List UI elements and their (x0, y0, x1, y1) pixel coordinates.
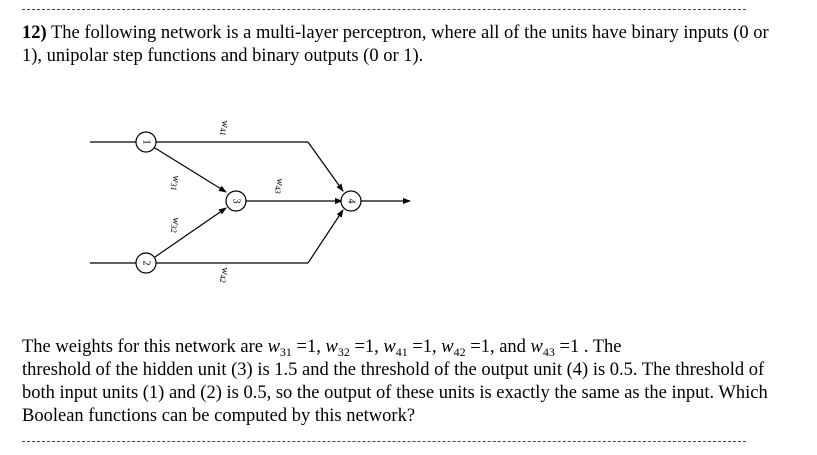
node-2: 2 (135, 252, 157, 274)
edge-2-4-diagonal (307, 209, 344, 264)
var-w41: w (383, 337, 396, 357)
weight-label-w32: w32 (170, 217, 183, 232)
paragraph-rest: threshold of the hidden unit (3) is 1.5 … (22, 360, 768, 426)
var-w43: w (530, 337, 543, 357)
val-w41: =1, (407, 337, 442, 357)
edge-1-4-diagonal (307, 141, 344, 192)
paragraph-intro: The weights for this network are (22, 337, 268, 357)
node-1-label: 1 (141, 140, 152, 145)
question-statement: 12) The following network is a multi-lay… (22, 22, 782, 68)
edge-2-3 (154, 207, 227, 258)
var-w32: w (325, 337, 338, 357)
node-4: 4 (340, 190, 362, 212)
weight-label-w42: w42 (219, 267, 232, 282)
weight-label-w31: w31 (170, 175, 183, 190)
val-w31: =1, (291, 337, 326, 357)
sub-42: 42 (453, 345, 466, 359)
val-w42: =1, and (465, 337, 531, 357)
weight-label-w43: w43 (274, 178, 287, 193)
node-2-label: 2 (141, 261, 152, 266)
sub-32: 32 (337, 345, 350, 359)
sub-41: 41 (395, 345, 408, 359)
weights-paragraph: The weights for this network are w31 =1,… (22, 336, 782, 428)
var-w42: w (441, 337, 454, 357)
top-dashed-divider (22, 9, 746, 10)
question-number: 12) (22, 23, 47, 43)
node-3: 3 (225, 190, 247, 212)
weight-label-w41: w41 (219, 120, 232, 135)
node-4-label: 4 (346, 199, 357, 204)
sub-43: 43 (542, 345, 555, 359)
question-text: The following network is a multi-layer p… (22, 23, 769, 66)
bottom-dashed-divider (22, 441, 746, 442)
network-diagram: 1 2 3 4 w41 w31 w32 w43 w42 (80, 108, 440, 308)
val-w43: =1 . The (554, 337, 622, 357)
sub-31: 31 (279, 345, 292, 359)
val-w32: =1, (349, 337, 384, 357)
var-w31: w (267, 337, 280, 357)
edge-1-3 (154, 147, 227, 193)
node-3-label: 3 (231, 199, 242, 204)
node-1: 1 (135, 131, 157, 153)
network-svg: 1 2 3 4 w41 w31 w32 w43 w42 (90, 120, 411, 283)
